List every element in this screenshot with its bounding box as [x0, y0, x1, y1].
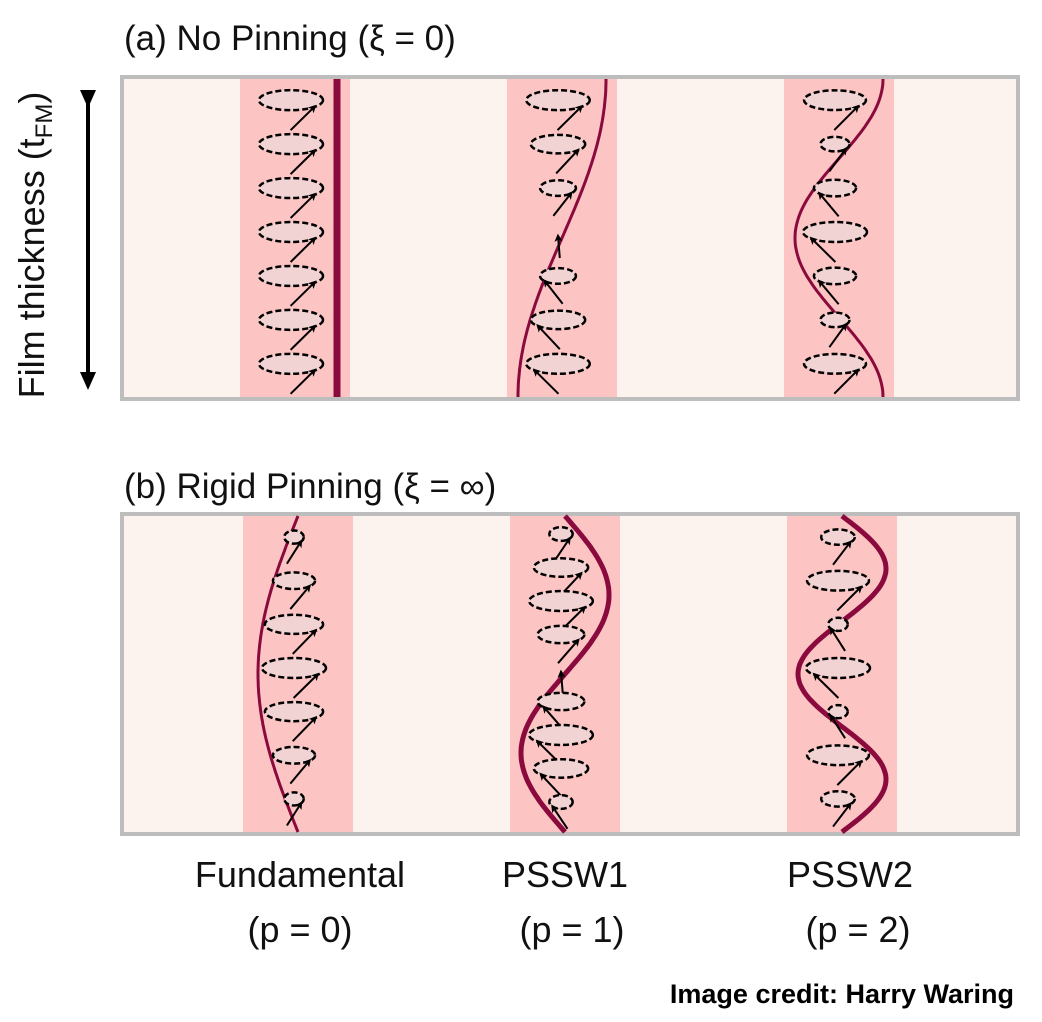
spin-arrow-icon [532, 368, 560, 395]
spin-arrow-icon [812, 672, 840, 699]
mode-profile-curve [795, 514, 889, 834]
spin-arrow-icon [809, 236, 837, 263]
mode-profile-curve [793, 78, 885, 398]
spin-arrow-icon [289, 104, 317, 131]
precession-ellipse [805, 569, 871, 592]
spin-arrow-icon [289, 324, 317, 351]
mode-p-pssw2: (p = 2) [805, 909, 910, 950]
mode-p-fundamental: (p = 0) [247, 909, 352, 950]
spin-arrow-icon [286, 801, 303, 827]
spin-arrow-icon [289, 192, 317, 219]
spin-arrow-icon [557, 669, 566, 695]
spin-arrow-icon [289, 368, 317, 395]
spin-arrow-icon [553, 536, 571, 562]
spin-arrow-icon [543, 279, 564, 305]
spin-arrow-icon [536, 323, 561, 350]
spin-arrow-icon [833, 368, 860, 395]
spin-arrow-icon [289, 280, 317, 307]
panel-no-pinning [120, 75, 1020, 401]
spin-arrow-icon [832, 540, 852, 566]
spin-arrow-icon [292, 715, 318, 742]
precession-ellipse [257, 264, 325, 288]
panel-a-title: (a) No Pinning (ξ = 0) [124, 19, 456, 58]
precession-ellipse [257, 220, 325, 244]
spin-arrow-icon [828, 322, 848, 348]
precession-ellipse [260, 656, 328, 680]
precession-ellipse [257, 176, 325, 200]
precession-ellipse [257, 132, 325, 156]
precession-ellipse [263, 700, 325, 723]
precession-ellipse [802, 352, 868, 375]
mode-p-pssw1: (p = 1) [519, 909, 624, 950]
precession-ellipse [801, 220, 869, 244]
precession-ellipse [257, 308, 325, 332]
thickness-axis-label-main: Film thickness (t [11, 138, 52, 398]
precession-ellipse [802, 89, 868, 112]
spin-arrow-icon [289, 148, 317, 175]
spin-arrow-icon [829, 626, 846, 652]
spin-arrow-icon [817, 191, 840, 218]
mode-label-fundamental: Fundamental [195, 854, 405, 895]
spin-arrow-icon [832, 801, 852, 828]
spin-arrow-icon [836, 585, 863, 612]
spin-arrow-icon [552, 191, 573, 217]
spin-arrow-icon [817, 279, 840, 305]
precession-ellipse [257, 88, 325, 112]
spin-arrow-icon [554, 233, 563, 259]
precession-ellipse [525, 88, 591, 112]
image-credit: Image credit: Harry Waring [670, 979, 1014, 1009]
spin-arrow-icon [833, 104, 860, 131]
spin-arrow-icon [828, 146, 848, 173]
spin-arrow-icon [292, 628, 318, 655]
spin-arrow-icon [551, 804, 569, 830]
precession-ellipse [525, 352, 591, 376]
spin-arrow-icon [286, 539, 303, 565]
precession-ellipse [257, 352, 325, 376]
spin-arrow-icon [557, 638, 580, 664]
thickness-axis-label: Film thickness (tFM) [11, 92, 58, 399]
precession-ellipse [804, 656, 872, 680]
precession-ellipse [527, 723, 595, 747]
thickness-axis-label-subscript: FM [31, 104, 58, 139]
spin-arrow-icon [836, 759, 863, 786]
panel-b-title: (b) Rigid Pinning (ξ = ∞) [124, 467, 496, 506]
thickness-axis-label-close: ) [11, 92, 52, 104]
precession-ellipse [805, 744, 871, 767]
spin-arrow-icon [829, 713, 846, 739]
spin-arrow-icon [289, 236, 317, 263]
precession-ellipse [527, 589, 595, 613]
mode-profile-curve [256, 515, 300, 833]
panel-rigid-pinning [120, 512, 1020, 836]
mode-label-pssw1: PSSW1 [502, 854, 628, 895]
spin-arrow-icon [555, 148, 580, 175]
spin-arrow-icon [539, 772, 564, 799]
spin-arrow-icon [289, 584, 312, 610]
mode-label-pssw2: PSSW2 [787, 854, 913, 895]
spin-arrow-icon [292, 672, 320, 699]
precession-ellipse [263, 613, 325, 636]
spin-arrow-icon [556, 104, 584, 131]
spin-arrow-icon [289, 758, 312, 785]
